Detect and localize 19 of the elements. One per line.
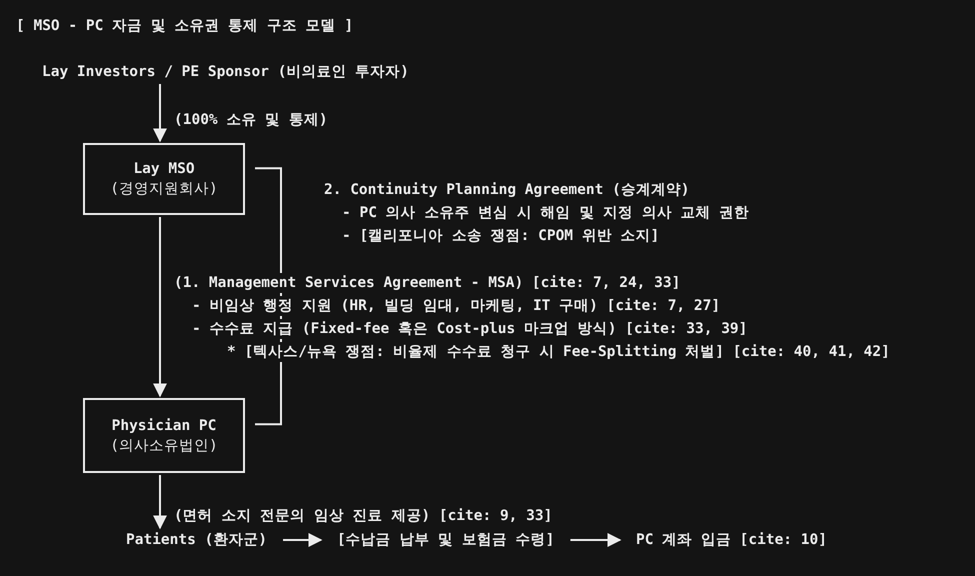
edge-label: 2. Continuity Planning Agreement (승계계약) — [323, 181, 691, 200]
node-text: Lay Investors / PE Sponsor (비의료인 투자자) — [42, 62, 409, 82]
arrow — [570, 533, 622, 547]
node-text: [수납금 납부 및 보험금 수령] — [337, 530, 554, 550]
entity-subtitle: (의사소유법인) — [110, 436, 218, 456]
edge-label: (면허 소지 전문의 임상 진료 제공) [cite: 9, 33] — [173, 507, 554, 526]
entity-box — [83, 143, 245, 215]
note-text: - PC 의사 소유주 변심 시 해임 및 지정 의사 교체 권한 — [341, 204, 750, 223]
entity-subtitle: (경영지원회사) — [110, 180, 218, 199]
entity-name: Lay MSO — [133, 160, 195, 179]
note-text: - [캘리포니아 소송 쟁점: CPOM 위반 소지] — [341, 227, 660, 246]
arrow — [153, 475, 167, 530]
arrow — [283, 533, 322, 547]
diagram-title: [ MSO - PC 자금 및 소유권 통제 구조 모델 ] — [16, 17, 354, 36]
arrow — [153, 84, 167, 142]
edge-label: (100% 소유 및 통제) — [173, 111, 329, 130]
entity-box — [83, 398, 245, 473]
entity-name: Physician PC — [112, 416, 216, 436]
arrow — [153, 217, 167, 398]
